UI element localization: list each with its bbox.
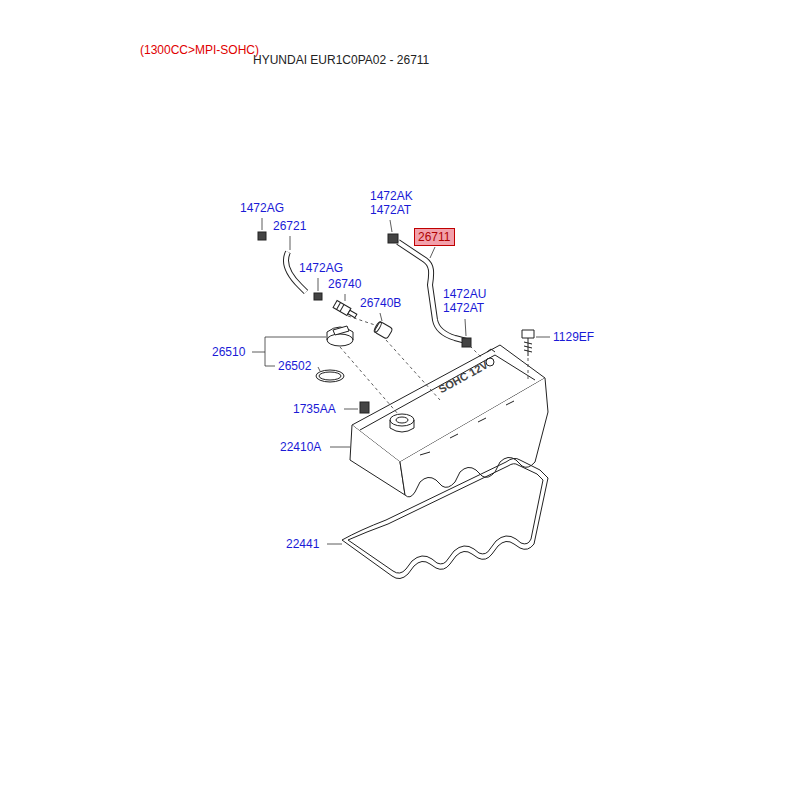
page-title: HYUNDAI EUR1C0PA02 - 26711 <box>253 53 429 67</box>
callout-number: 22410A <box>280 440 321 454</box>
callout-number: 22441 <box>286 537 319 551</box>
callout-number: 1472AT <box>370 203 411 217</box>
model-note: (1300CC>MPI-SOHC) <box>140 43 259 57</box>
callout-number: 26510 <box>212 345 245 359</box>
callout-number: 26502 <box>278 359 311 373</box>
callout-number: 26721 <box>273 219 306 233</box>
callout-number: 1129EF <box>553 330 594 344</box>
callout-number: 1472AG <box>299 261 343 275</box>
callout-number: 26740 <box>328 277 361 291</box>
callout-number: 1472AU <box>443 287 486 301</box>
callout-number: 1735AA <box>293 402 336 416</box>
callout-number: 26711 <box>418 230 451 244</box>
callout-number: 1472AK <box>370 189 413 203</box>
callout-number: 26740B <box>360 296 401 310</box>
callout-number: 1472AT <box>443 301 484 315</box>
callout-number: 1472AG <box>240 201 284 215</box>
highlight-box: 26711 <box>414 228 455 246</box>
